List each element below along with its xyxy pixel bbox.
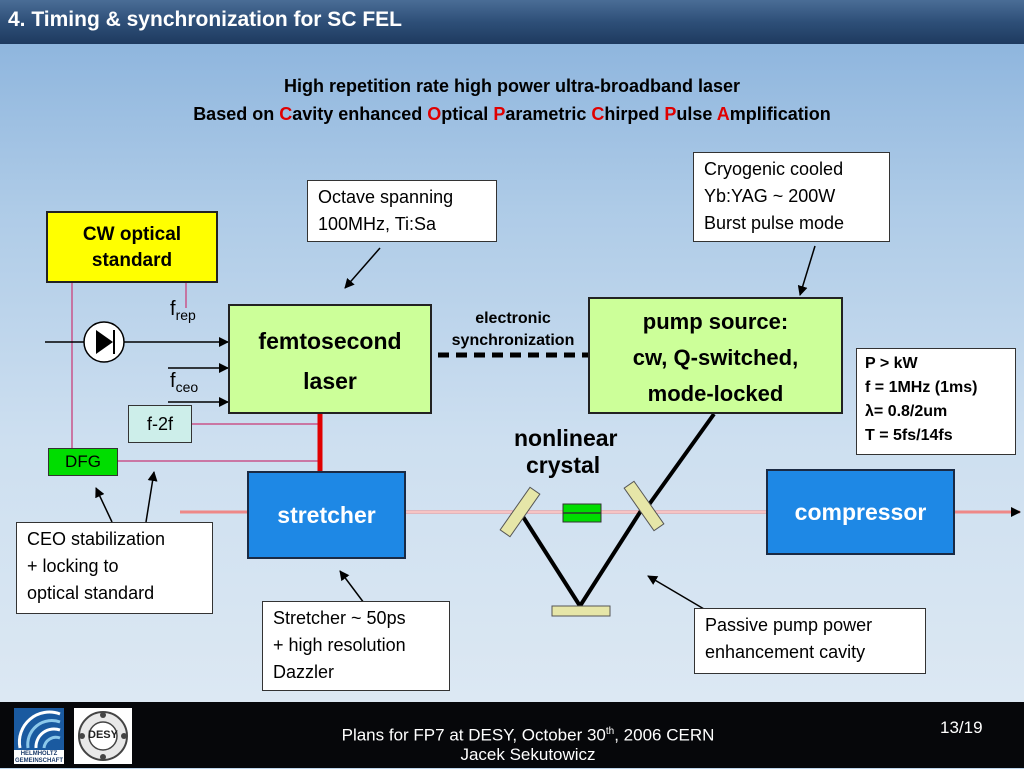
cryogenic-arrow <box>797 245 816 296</box>
stretcher-box: stretcher <box>247 471 406 559</box>
param-frequency: f = 1MHz (1ms) <box>865 379 978 396</box>
footer-author: Jacek Sekutowicz <box>460 744 596 764</box>
ceo-line-1: CEO stabilization <box>27 529 166 549</box>
heading-initial-c2: C <box>591 104 605 124</box>
pump-source-box: pump source: cw, Q-switched, mode-locked <box>588 297 843 414</box>
octave-arrow <box>344 247 381 289</box>
passive-arrow <box>647 575 705 610</box>
femto-line-2: laser <box>303 368 357 394</box>
fceo-sub: ceo <box>175 379 199 395</box>
cryogenic-note: Cryogenic cooled Yb:YAG ~ 200W Burst pul… <box>693 152 890 242</box>
footer-bar: HELMHOLTZ GEMEINSCHAFT DESY Plans for FP… <box>0 702 1024 768</box>
cavity-mirror-left <box>499 486 541 538</box>
heading-initial-c1: C <box>279 104 293 124</box>
frep-sub: rep <box>175 307 196 323</box>
footer-text: Plans for FP7 at DESY, October 30th, 200… <box>240 722 816 764</box>
cavity-mirror-right <box>623 480 665 532</box>
param-wavelength: λ= 0.8/2um <box>865 403 948 420</box>
stretcher-note-line-3: Dazzler <box>273 662 335 682</box>
frep-main: f <box>170 298 176 320</box>
ceo-arrow-1 <box>95 487 113 523</box>
param-power: P > kW <box>865 355 918 372</box>
parameters-box: P > kW f = 1MHz (1ms) λ= 0.8/2um T = 5fs… <box>856 348 1016 455</box>
cavity-line-left <box>518 510 582 608</box>
fceo-main: f <box>170 370 176 392</box>
stretcher-note-line-1: Stretcher ~ 50ps <box>273 608 406 628</box>
pump-line-1: pump source: <box>642 309 789 334</box>
helmholtz-logo-icon <box>14 708 64 750</box>
pump-line-2: cw, Q-switched, <box>632 345 799 370</box>
footer-line-1: Plans for FP7 at DESY, October 30th, 200… <box>240 722 816 745</box>
cw-line-2: standard <box>91 250 173 271</box>
heading-word-5: ulse <box>676 104 717 124</box>
cavity-line-right <box>578 504 646 608</box>
octave-line-2: 100MHz, Ti:Sa <box>318 214 437 234</box>
passive-line-2: enhancement cavity <box>705 642 866 662</box>
heading-initial-a: A <box>716 104 730 124</box>
femto-line-1: femtosecond <box>258 328 402 354</box>
title-bar: 4. Timing & synchronization for SC FEL <box>0 0 1024 44</box>
octave-note: Octave spanning 100MHz, Ti:Sa <box>307 180 497 242</box>
ceo-note: CEO stabilization + locking to optical s… <box>16 522 213 614</box>
dfg-box: DFG <box>48 448 118 476</box>
footer-line-1-suffix: , 2006 CERN <box>614 725 715 745</box>
heading-initial-p1: P <box>493 104 506 124</box>
f2f-box: f-2f <box>128 405 192 443</box>
heading-word-1: avity enhanced <box>292 104 428 124</box>
heading-word-3: arametric <box>505 104 592 124</box>
pump-line-3: mode-locked <box>647 381 784 406</box>
heading-word-4: hirped <box>604 104 665 124</box>
femtosecond-laser-box: femtosecond laser <box>228 304 432 414</box>
sync-line-2: synchronization <box>451 332 575 349</box>
fceo-label: fceo <box>170 370 198 395</box>
cryo-line-3: Burst pulse mode <box>704 213 845 233</box>
stretcher-arrow <box>339 570 365 604</box>
desy-logo-text: DESY <box>88 729 118 741</box>
slide-title: 4. Timing & synchronization for SC FEL <box>8 8 402 31</box>
footer-sup: th <box>605 726 615 737</box>
pump-beam <box>646 412 716 508</box>
cavity-mirror-bottom <box>551 605 611 617</box>
electronic-sync-label: electronic synchronization <box>438 308 588 352</box>
ceo-line-3: optical standard <box>27 583 155 603</box>
page-number: 13/19 <box>940 718 983 737</box>
octave-line-1: Octave spanning <box>318 187 454 207</box>
nonlinear-crystal-label: nonlinear crystal <box>514 425 618 479</box>
param-duration: T = 5fs/14fs <box>865 427 953 444</box>
nonlinear-line-1: nonlinear <box>514 425 618 451</box>
passive-line-1: Passive pump power <box>705 615 873 635</box>
heading-line-2: Based on Cavity enhanced Optical Paramet… <box>0 104 1024 125</box>
ceo-arrow-2 <box>145 471 158 523</box>
helmholtz-logo-text: HELMHOLTZ GEMEINSCHAFT <box>15 751 63 764</box>
heading-line-1: High repetition rate high power ultra-br… <box>283 76 741 96</box>
frep-label: frep <box>170 298 196 323</box>
stretcher-note: Stretcher ~ 50ps + high resolution Dazzl… <box>262 601 450 691</box>
nonlinear-line-2: crystal <box>526 452 601 478</box>
passive-note: Passive pump power enhancement cavity <box>694 608 926 674</box>
cw-optical-standard-box: CW optical standard <box>46 211 218 283</box>
cryo-line-2: Yb:YAG ~ 200W <box>704 186 836 206</box>
heading-word-6: mplification <box>729 104 831 124</box>
footer-line-1-prefix: Plans for FP7 at DESY, October 30 <box>341 725 606 745</box>
desy-logo: DESY <box>74 708 132 764</box>
heading-prefix: Based on <box>193 104 280 124</box>
sync-line-1: electronic <box>475 310 551 327</box>
heading-initial-p2: P <box>664 104 677 124</box>
cw-line-1: CW optical <box>82 224 182 245</box>
helmholtz-logo: HELMHOLTZ GEMEINSCHAFT <box>14 708 64 764</box>
heading-word-2: ptical <box>441 104 494 124</box>
cryo-line-1: Cryogenic cooled <box>704 159 844 179</box>
compressor-box: compressor <box>766 469 955 555</box>
stretcher-note-line-2: + high resolution <box>273 635 406 655</box>
desy-logo-icon <box>78 711 128 761</box>
heading-initial-o: O <box>427 104 442 124</box>
ceo-line-2: + locking to <box>27 556 119 576</box>
